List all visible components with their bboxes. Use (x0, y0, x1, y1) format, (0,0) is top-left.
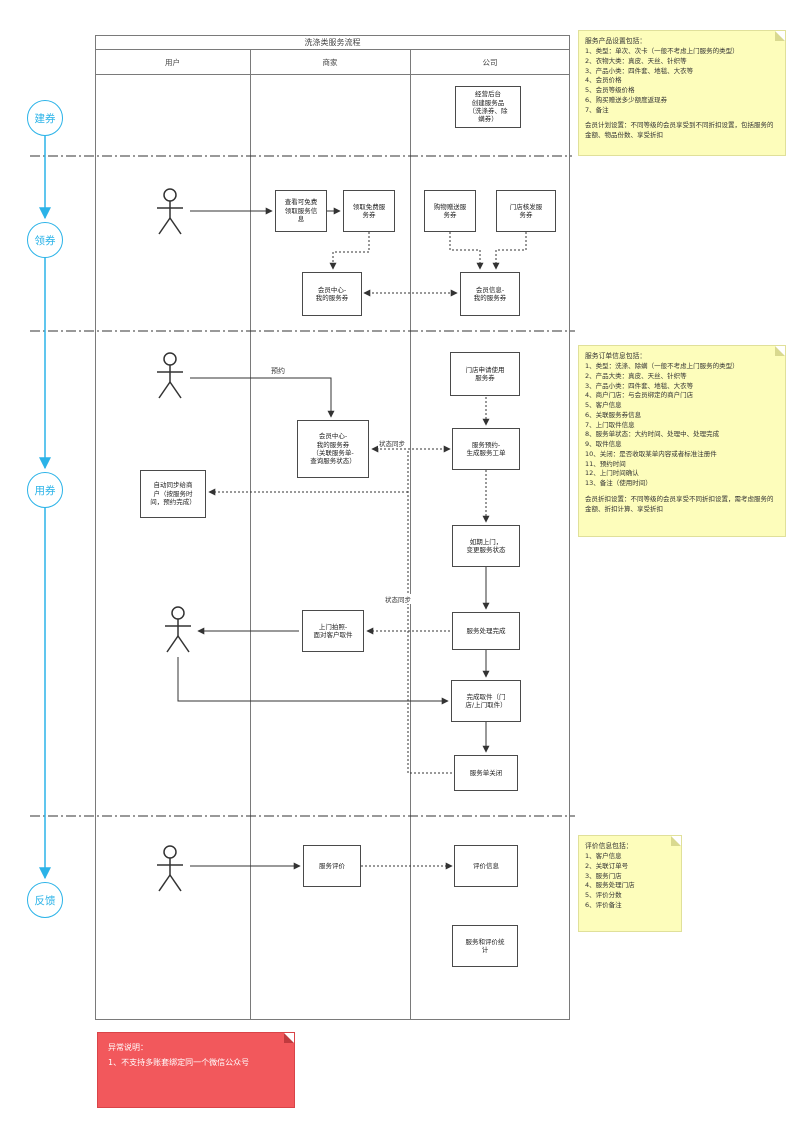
node-member-info-coupons: 会员信息- 我的服务券 (460, 272, 520, 316)
note-eval-info: 评价信息包括： 1、客户信息 2、关联订单号 3、服务门店 4、服务处理门店 5… (578, 835, 682, 932)
edge-label-sync-lower: 状态同步 (384, 594, 412, 604)
note-warning: 异常说明： 1、不支持多账套绑定同一个微信公众号 (97, 1032, 295, 1108)
actor-user-phase4 (157, 845, 183, 892)
note-order-title: 服务订单信息包括： (585, 352, 647, 360)
node-member-center-coupons: 会员中心- 我的服务券 (302, 272, 362, 316)
node-eval-info: 评价信息 (454, 845, 518, 887)
node-create-backend: 经营后台 创建服务品 （洗涤券、除 螨券） (455, 86, 521, 128)
node-my-coupon-detail: 会员中心- 我的服务券 （关联服务单- 查询服务状态） (297, 420, 369, 478)
note-eval-items: 1、客户信息 2、关联订单号 3、服务门店 4、服务处理门店 5、评价分数 6、… (585, 852, 635, 909)
node-receive-free-coupon: 领取免费服 务券 (343, 190, 395, 232)
node-service-done: 服务处理完成 (452, 612, 520, 650)
lane-header-merchant: 商家 (322, 57, 338, 67)
note-order-items: 1、类型：洗涤、除螨（一般不考虑上门服务的类型） 2、产品大类：真皮、天丝、针织… (585, 362, 739, 488)
edge-label-sync-upper: 状态同步 (378, 438, 406, 448)
note-warning-items: 1、不支持多账套绑定同一个微信公众号 (108, 1057, 250, 1067)
node-view-free-coupon: 查看可免费 领取服务信 息 (275, 190, 327, 232)
lane-header-user: 用户 (165, 57, 180, 67)
phase-create-coupon: 建券 (27, 100, 63, 136)
node-close-order: 服务单关闭 (454, 755, 518, 791)
node-evaluate: 服务评价 (303, 845, 361, 887)
lane-header-row: 用户 商家 公司 (95, 50, 570, 75)
lane-header-company: 公司 (482, 57, 498, 67)
phase-get-coupon: 领券 (27, 222, 63, 258)
lane-divider-2 (410, 50, 411, 1020)
note-order-info: 服务订单信息包括： 1、类型：洗涤、除螨（一般不考虑上门服务的类型） 2、产品大… (578, 345, 786, 537)
note-product-title: 服务产品设置包括： (585, 37, 647, 45)
actor-user-phase2 (157, 188, 183, 235)
note-product-footer: 会员计划设置：不同等级的会员享受到不同折扣设置，包括服务的金额、物品份数、享受折… (585, 121, 774, 140)
note-order-footer: 会员折扣设置：不同等级的会员享受不同折扣设置，需考虑服务的金额、折扣计算、享受折… (585, 494, 774, 513)
diagram-title: 洗涤类服务流程 (95, 35, 570, 50)
note-eval-title: 评价信息包括： (585, 842, 633, 850)
actor-user-phase3-pickup (165, 606, 191, 653)
phase-use-coupon: 用券 (27, 472, 63, 508)
node-store-use-coupon: 门店申请使用 服务券 (450, 352, 520, 396)
node-eval-stats: 服务和评价统 计 (452, 925, 518, 967)
phase-feedback: 反馈 (27, 882, 63, 918)
node-store-issue-coupon: 门店核发服 务券 (496, 190, 556, 232)
lane-divider-1 (250, 50, 251, 1020)
note-product-settings: 服务产品设置包括： 1、类型：单次、次卡（一般不考虑上门服务的类型） 2、衣物大… (578, 30, 786, 156)
note-warning-title: 异常说明： (108, 1043, 148, 1052)
node-shopping-gift-coupon: 购物赠送服 务券 (424, 190, 476, 232)
actor-user-phase3-reserve (157, 352, 183, 399)
swimlane-frame (95, 35, 570, 1020)
note-product-items: 1、类型：单次、次卡（一般不考虑上门服务的类型） 2、衣物大类：真皮、天丝、针织… (585, 47, 739, 114)
node-photo-pickup: 上门拍照- 面对客户取件 (302, 610, 364, 652)
node-service-reserve: 服务预约- 生成服务工单 (452, 428, 520, 470)
node-notify-merchant: 自动同步给商 户（按服务时 间，预约完成） (140, 470, 206, 518)
node-onsite-service: 如期上门， 变更服务状态 (452, 525, 520, 567)
node-complete-pickup: 完成取件（门 店/上门取件） (451, 680, 521, 722)
edge-label-reserve: 预约 (270, 366, 286, 376)
